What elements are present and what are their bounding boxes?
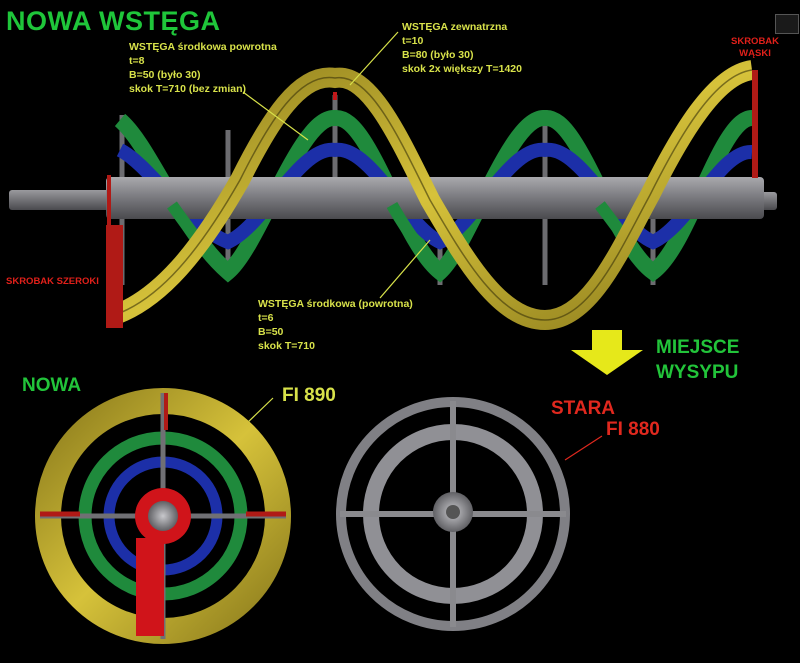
old-section-label: STARA xyxy=(551,398,616,419)
scraper-narrow-label: SKROBAK WĄSKI xyxy=(731,36,779,60)
callout-line: WSTĘGA środkowa (powrotna) xyxy=(258,298,413,310)
new-section-label: NOWA xyxy=(22,375,82,396)
callout-line: WSTĘGA środkowa powrotna xyxy=(129,41,277,53)
label-line: MIEJSCE xyxy=(656,337,740,358)
label-line: WYSYPU xyxy=(656,362,739,383)
callout-middle-return-top: WSTĘGA środkowa powrotna t=8 B=50 (było … xyxy=(129,40,277,96)
page-title: NOWA WSTĘGA xyxy=(6,6,221,36)
leader-line xyxy=(244,397,274,426)
callout-line: B=80 (było 30) xyxy=(402,49,474,61)
callout-outer: WSTĘGA zewnatrzna t=10 B=80 (było 30) sk… xyxy=(402,20,522,76)
leader-line xyxy=(379,239,431,299)
scraper-wide-label: SKROBAK SZEROKI xyxy=(6,276,99,287)
inner-ribbon-blue xyxy=(116,142,753,250)
hub-center xyxy=(446,505,460,519)
label-line: WĄSKI xyxy=(739,48,771,59)
middle-ribbon-green xyxy=(114,110,754,283)
new-diameter-label: FI 890 xyxy=(282,385,336,406)
callout-line: B=50 (było 30) xyxy=(129,69,201,81)
callout-line: skok T=710 (bez zmian) xyxy=(129,83,247,95)
old-diameter-label: FI 880 xyxy=(606,419,660,440)
scraper-narrow xyxy=(752,70,758,178)
callout-line: t=8 xyxy=(129,55,145,67)
scraper-wide-edge xyxy=(107,175,111,225)
window-button[interactable] xyxy=(775,14,799,34)
callout-line: WSTĘGA zewnatrzna xyxy=(402,21,508,33)
shaft-stub-left xyxy=(9,190,109,210)
hub xyxy=(148,501,178,531)
callout-line: skok 2x większy T=1420 xyxy=(402,63,522,75)
callout-line: t=10 xyxy=(402,35,424,47)
discharge-arrow xyxy=(571,330,643,375)
old-cross-section xyxy=(336,397,570,631)
scraper-wide xyxy=(106,225,123,328)
new-cross-section xyxy=(35,388,291,644)
leader-line xyxy=(349,31,399,86)
callout-line: B=50 xyxy=(258,326,284,338)
leader-line xyxy=(564,435,603,461)
callout-line: t=6 xyxy=(258,312,274,324)
scraper-section xyxy=(136,538,164,636)
callout-line: skok T=710 xyxy=(258,340,315,352)
middle-ribbon-front xyxy=(386,202,445,277)
callout-middle-return-bottom: WSTĘGA środkowa (powrotna) t=6 B=50 skok… xyxy=(258,297,413,353)
leader-line xyxy=(242,91,309,141)
discharge-label: MIEJSCE WYSYPU xyxy=(656,335,739,385)
label-line: SKROBAK xyxy=(731,36,780,47)
outer-ribbon-edge xyxy=(111,69,753,321)
